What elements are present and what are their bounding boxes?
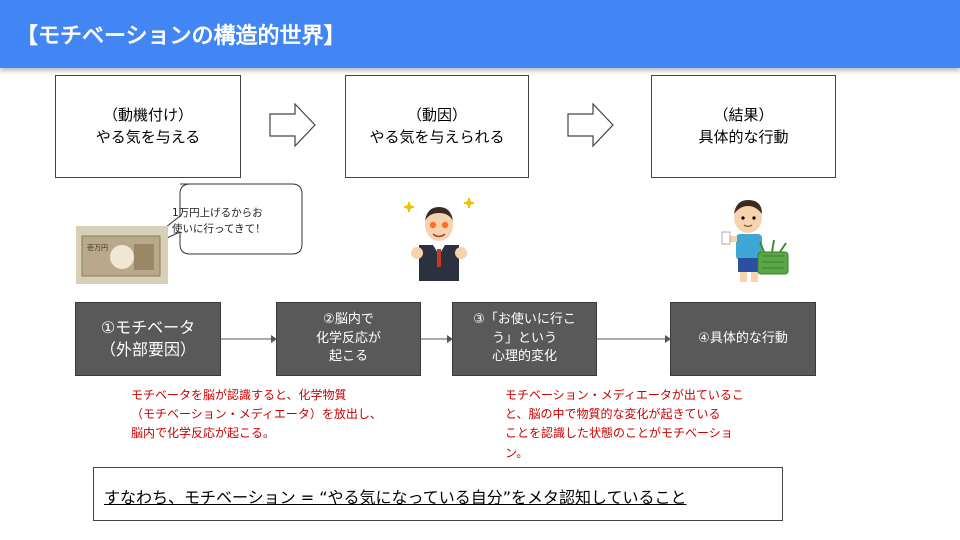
block-arrow-right-icon (567, 102, 614, 148)
step-label: ①モチベータ (100, 317, 196, 337)
step-label: ②脳内で (323, 311, 374, 327)
connector-arrow-icon (597, 335, 671, 343)
speech-line: 1万円上げるからお (172, 207, 263, 219)
step-box-action: ④具体的な行動 (670, 302, 816, 376)
step-label: （外部要因） (99, 340, 196, 359)
step-box-motivator: ①モチベータ （外部要因） (75, 302, 221, 376)
step-box-brain-reaction: ②脳内で 化学反応が 起こる (276, 302, 421, 376)
banknote-label: 壱万円 (87, 243, 108, 252)
page-title: 【モチベーションの構造的世界】 (16, 24, 346, 49)
connector-arrow-icon (421, 335, 453, 343)
note-line: （モチベーション・メディエータ）を放出し、 (131, 407, 382, 422)
block-arrow-right-icon (269, 102, 316, 148)
note-line: ン。 (505, 445, 529, 460)
flow-box-label: やる気を与えられる (369, 127, 505, 146)
speech-bubble (131, 183, 303, 255)
banknote-icon: 壱万円 (76, 226, 168, 284)
header-bar: 【モチベーションの構造的世界】 (0, 0, 960, 68)
step-label: 化学反応が (315, 330, 381, 346)
note-left: モチベータを脳が認識すると、化学物質 （モチベーション・メディエータ）を放出し、… (131, 386, 382, 444)
step-label: ④具体的な行動 (698, 330, 788, 346)
step-label: う」という (491, 330, 557, 346)
shopping-boy-icon (721, 200, 789, 282)
note-line: ことを認識した状態のことがモチベーショ (505, 426, 733, 441)
businessman-icon (393, 193, 485, 285)
flow-box-label: （動機付け） (102, 105, 193, 124)
flow-box-drive: （動因） やる気を与えられる (345, 75, 529, 178)
flow-box-label: （結果） (713, 105, 774, 124)
summary-text: すなわち、モチベーション = “やる気になっている自分”をメタ認知していること (104, 488, 687, 507)
step-label: ③「お使いに行こ (473, 311, 576, 327)
note-right: モチベーション・メディエータが出ているこ と、脳の中で物質的な変化が起きている … (505, 386, 744, 463)
flow-box-label: （動因） (406, 105, 467, 124)
step-label: 起こる (328, 349, 368, 365)
speech-line: 使いに行ってきて！ (172, 223, 266, 236)
speech-bubble-text: 1万円上げるからお 使いに行ってきて！ (172, 205, 298, 238)
step-label: 心理的変化 (491, 349, 557, 365)
note-line: モチベーション・メディエータが出ているこ (505, 388, 744, 402)
connector-arrow-icon (221, 335, 277, 343)
step-box-psych-change: ③「お使いに行こ う」という 心理的変化 (452, 302, 597, 376)
flow-box-label: やる気を与える (95, 127, 201, 146)
note-line: 脳内で化学反応が起こる。 (131, 426, 276, 441)
flow-box-motivation: （動機付け） やる気を与える (55, 75, 241, 178)
note-line: と、脳の中で物質的な変化が起きている (505, 407, 721, 422)
flow-box-result: （結果） 具体的な行動 (651, 75, 836, 178)
summary-box: すなわち、モチベーション = “やる気になっている自分”をメタ認知していること (93, 467, 783, 521)
flow-box-label: 具体的な行動 (698, 127, 789, 146)
note-line: モチベータを脳が認識すると、化学物質 (131, 388, 347, 402)
